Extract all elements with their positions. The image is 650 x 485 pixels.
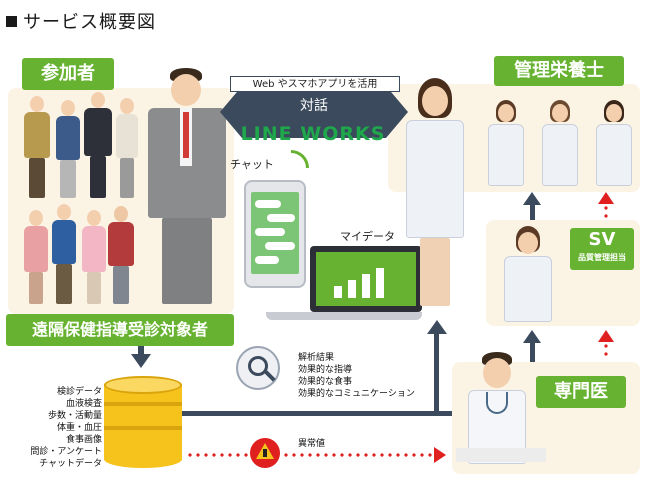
doctor-to-sv-alert-line: [604, 342, 608, 360]
sv-figure: [500, 226, 556, 324]
banner-arrow-right-icon: [386, 86, 408, 138]
data-flow-line: [182, 411, 452, 416]
alert-arrow-right-icon: [434, 447, 446, 463]
alert-arrow-up-icon: [598, 330, 614, 342]
sv-label: SV 品質管理担当: [570, 228, 634, 270]
participant-representative-figure: [146, 68, 228, 308]
database-item: 体重・血圧: [56, 423, 102, 433]
analysis-item: 効果的な指導: [298, 365, 353, 375]
database-icon: [104, 376, 182, 468]
participant-figure: [24, 210, 48, 306]
analysis-magnifier-icon: [236, 346, 280, 390]
participant-figure: [84, 92, 112, 200]
remote-participants-label: 遠隔保健指導受診対象者: [6, 314, 234, 346]
database-item: 歩数・活動量: [47, 411, 102, 421]
arrow-down-icon: [131, 354, 151, 368]
arrow-up-icon: [523, 192, 541, 205]
database-item: 食事画像: [65, 435, 102, 445]
analysis-item: 効果的なコミュニケーション: [298, 389, 415, 399]
database-item: 検診データ: [56, 387, 102, 397]
participant-figure: [82, 210, 106, 306]
dietitian-staff-figure: [540, 100, 580, 188]
dietitian-label: 管理栄養士: [494, 56, 624, 86]
desk: [456, 448, 546, 462]
dietitian-figure: [402, 78, 468, 310]
database-item: チャットデータ: [39, 459, 102, 469]
warning-icon: [250, 438, 280, 468]
sv-subtitle: 品質管理担当: [578, 253, 626, 262]
alert-flow-line: [186, 453, 436, 457]
analysis-item-list: 解析結果 効果的な指導 効果的な食事 効果的なコミュニケーション: [298, 352, 448, 400]
sv-to-dietitian-line: [530, 204, 535, 220]
line-works-logo: LINE WORKS: [240, 123, 386, 145]
sv-to-dietitian-alert-line: [604, 204, 608, 220]
square-bullet-icon: [6, 16, 17, 27]
participants-label: 参加者: [22, 58, 114, 90]
alert-arrow-up-icon: [598, 192, 614, 204]
analysis-item: 効果的な食事: [298, 377, 353, 387]
flow-to-dietitian-line: [434, 334, 439, 414]
banner-arrow-left-icon: [220, 86, 242, 138]
dietitian-staff-figure: [594, 100, 634, 188]
participant-figure: [52, 204, 76, 306]
doctor-to-sv-line: [530, 342, 535, 362]
smartphone-icon: [244, 180, 306, 288]
database-item-list: 検診データ 血液検査 歩数・活動量 体重・血圧 食事画像 問診・アンケート チャ…: [10, 386, 102, 470]
page-title: サービス概要図: [6, 8, 156, 34]
alert-label: 異常値: [298, 439, 326, 449]
doctor-label: 専門医: [536, 376, 626, 408]
mydata-label: マイデータ: [340, 230, 395, 243]
analysis-item: 解析結果: [298, 353, 335, 363]
participant-figure: [108, 206, 134, 306]
participant-figure: [24, 96, 50, 200]
database-item: 問診・アンケート: [30, 447, 102, 457]
dietitian-staff-figure: [486, 100, 526, 188]
arrow-to-database: [138, 346, 144, 356]
stethoscope-icon: [486, 392, 508, 414]
chat-label: チャット: [230, 158, 274, 171]
sv-title: SV: [588, 229, 616, 250]
participant-figure: [116, 98, 138, 200]
participant-figure: [56, 100, 80, 200]
banner-dialog-text: 対話: [300, 98, 328, 114]
arrow-up-icon: [427, 320, 447, 334]
growth-chart-icon: [330, 264, 400, 298]
banner-bar: [242, 86, 386, 138]
arrow-up-icon: [523, 330, 541, 343]
wifi-icon: [291, 150, 309, 168]
banner-subtitle: Web やスマホアプリを活用: [230, 76, 400, 92]
database-item: 血液検査: [65, 399, 102, 409]
